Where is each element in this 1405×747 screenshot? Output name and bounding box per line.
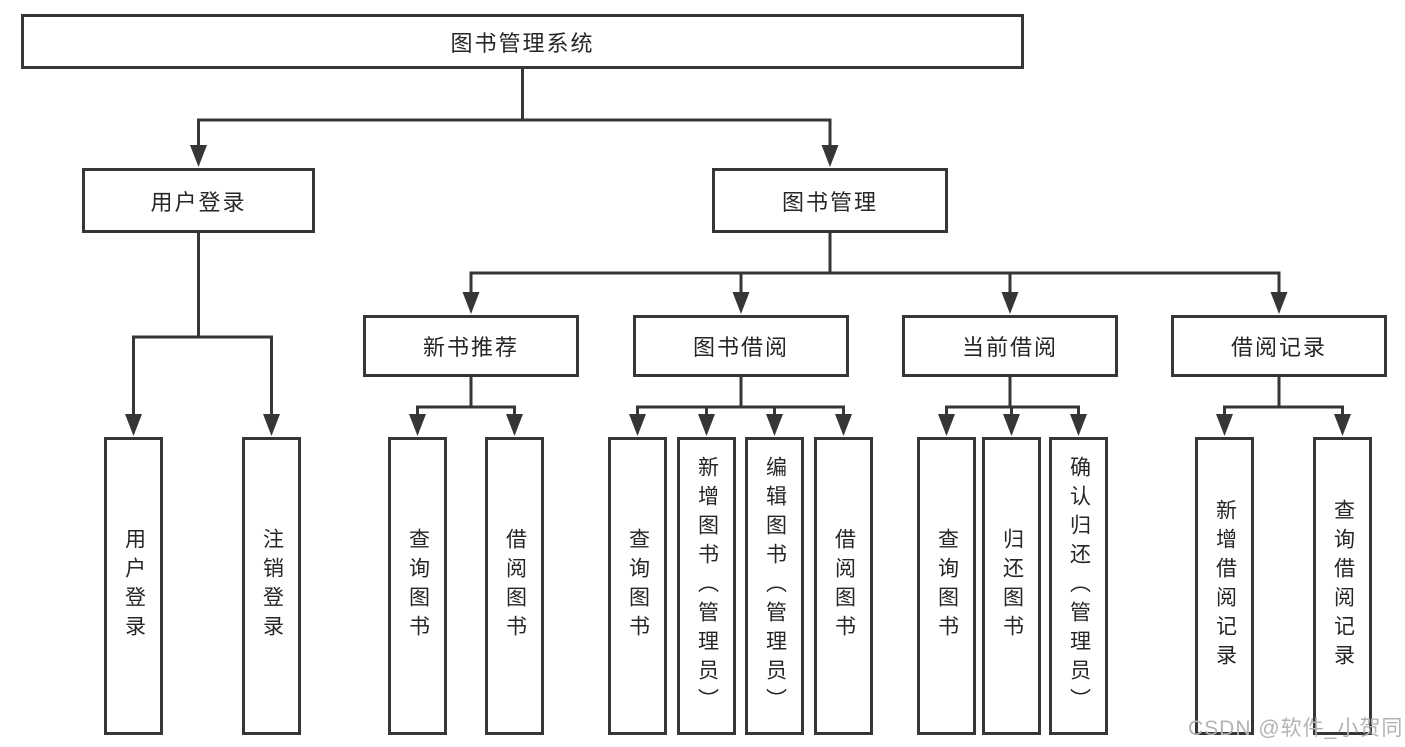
arrowhead-icon <box>1070 414 1087 436</box>
arrowhead-icon <box>698 414 715 436</box>
arrowhead-icon <box>409 414 426 436</box>
node-user-login: 用户登录 <box>82 168 315 233</box>
leaf-borrow-borrow: 借阅图书 <box>814 437 873 735</box>
arrowhead-icon <box>821 145 839 167</box>
node-library-system: 图书管理系统 <box>21 14 1024 69</box>
leaf-record-query: 查询借阅记录 <box>1313 437 1372 735</box>
leaf-newbook-borrow: 借阅图书 <box>485 437 544 735</box>
arrowhead-icon <box>462 292 480 314</box>
node-current-borrow: 当前借阅 <box>902 315 1118 377</box>
arrowhead-icon <box>629 414 646 436</box>
connector-userlogin-to-leaves <box>132 233 273 416</box>
node-new-book-recommend: 新书推荐 <box>363 315 579 377</box>
arrowhead-icon <box>1216 414 1233 436</box>
arrowhead-icon <box>835 414 852 436</box>
arrowhead-icon <box>1003 414 1020 436</box>
csdn-watermark: CSDN @软件_小贺同学 <box>1188 717 1404 740</box>
node-borrow-record: 借阅记录 <box>1171 315 1387 377</box>
leaf-user-login: 用户登录 <box>104 437 163 735</box>
leaf-newbook-query: 查询图书 <box>388 437 447 735</box>
leaf-borrow-edit-admin: 编辑图书（管理员） <box>745 437 804 735</box>
node-book-borrow: 图书借阅 <box>633 315 849 377</box>
arrowhead-icon <box>938 414 955 436</box>
leaf-current-confirm-admin: 确认归还（管理员） <box>1049 437 1108 735</box>
connector-newbook-to-leaves <box>416 377 516 417</box>
leaf-logout: 注销登录 <box>242 437 301 735</box>
arrowhead-icon <box>732 292 750 314</box>
leaf-current-return: 归还图书 <box>982 437 1041 735</box>
connector-root-to-level2 <box>197 68 832 147</box>
connector-bookmgmt-to-level3 <box>469 233 1281 294</box>
leaf-borrow-add-admin: 新增图书（管理员） <box>677 437 736 735</box>
arrowhead-icon <box>1001 292 1019 314</box>
arrowhead-icon <box>125 414 142 436</box>
arrowhead-icon <box>766 414 783 436</box>
connector-current-to-leaves <box>945 377 1080 417</box>
node-book-management: 图书管理 <box>712 168 948 233</box>
arrowhead-icon <box>1270 292 1288 314</box>
connector-record-to-leaves <box>1223 377 1344 417</box>
arrowhead-icon <box>190 145 207 167</box>
arrowhead-icon <box>1334 414 1351 436</box>
arrowhead-icon <box>506 414 523 436</box>
leaf-current-query: 查询图书 <box>917 437 976 735</box>
leaf-record-add: 新增借阅记录 <box>1195 437 1254 735</box>
arrowhead-icon <box>263 414 280 436</box>
connector-borrow-to-leaves <box>636 377 845 417</box>
leaf-borrow-query: 查询图书 <box>608 437 667 735</box>
